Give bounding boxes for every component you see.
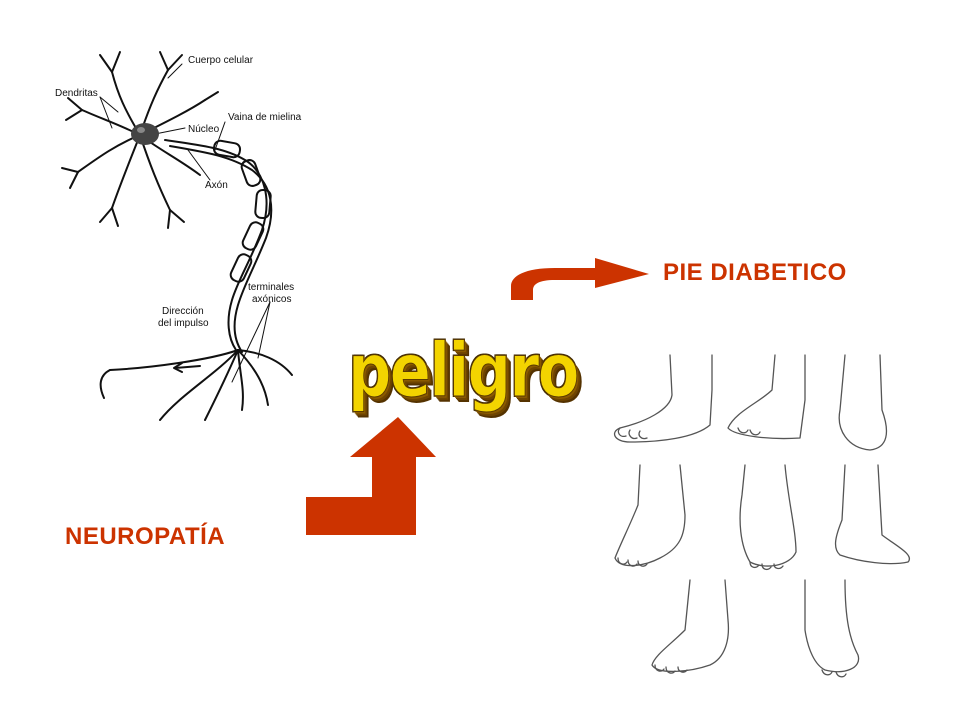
- label-direccion: Dirección: [162, 306, 204, 317]
- arrow-up-icon: [306, 417, 436, 535]
- label-nucleo: Núcleo: [188, 124, 220, 135]
- label-del-impulso: del impulso: [158, 318, 209, 329]
- label-axon: Axón: [205, 180, 228, 191]
- feet-illustration: [613, 354, 911, 678]
- label-dendritas: Dendritas: [55, 88, 98, 99]
- label-cuerpo-celular: Cuerpo celular: [188, 55, 254, 66]
- label-axonicos: axónicos: [252, 294, 292, 305]
- pie-diabetico-label: PIE DIABETICO: [663, 259, 847, 286]
- arrow-right-icon: [511, 258, 649, 300]
- neuropatia-label: NEUROPATÍA: [65, 523, 226, 550]
- peligro-title: peligro: [348, 328, 580, 415]
- label-terminales: terminales: [248, 282, 295, 293]
- label-vaina-mielina: Vaina de mielina: [228, 112, 302, 123]
